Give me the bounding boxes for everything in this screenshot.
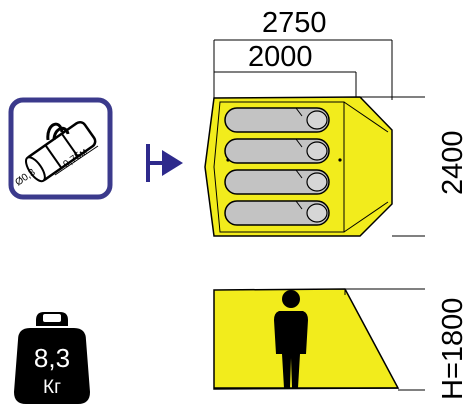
tent-floor-plan [204,96,393,237]
sleeping-bag [224,138,330,164]
weight-unit: Кг [43,377,61,398]
dimension-lines [213,39,425,391]
inner-length-label: 2000 [248,41,313,73]
weight-value: 8,3 [34,343,70,373]
person-silhouette-icon [274,290,308,388]
sleeping-bag [224,107,330,133]
packed-tent-bag-icon: 0,75м Ø0,3 [8,97,113,200]
width-label: 2400 [437,130,469,195]
total-length-label: 2750 [262,7,327,39]
entrance-arrow-icon [146,144,183,182]
sleeping-bag [224,200,330,226]
sleeping-bag [224,169,330,195]
weight-icon: 8,3 Кг [14,312,90,404]
height-label: H=1800 [437,298,469,400]
tent-side-view [213,288,400,390]
